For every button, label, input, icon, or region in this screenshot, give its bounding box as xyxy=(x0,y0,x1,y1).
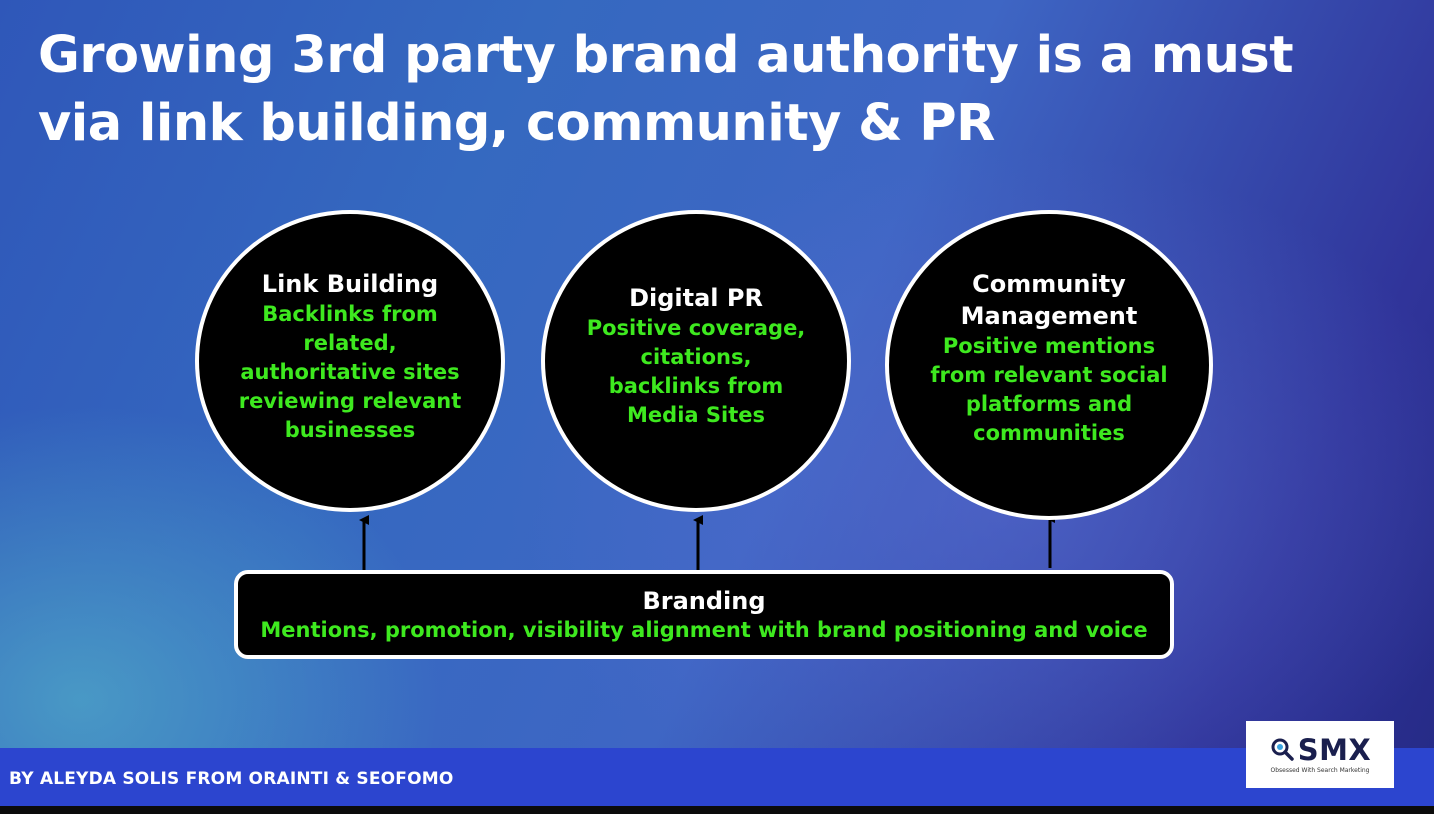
circle-description: Positive mentions from relevant social p… xyxy=(930,334,1168,445)
circle-heading: Community Management xyxy=(960,270,1138,330)
branding-description: Mentions, promotion, visibility alignmen… xyxy=(260,617,1148,642)
branding-box: Branding Mentions, promotion, visibility… xyxy=(234,570,1174,659)
slide-title: Growing 3rd party brand authority is a m… xyxy=(38,26,1294,153)
circle-description: Backlinks from related, authoritative si… xyxy=(238,301,462,442)
circle-heading: Digital PR xyxy=(629,284,763,312)
circle-digital-pr: Digital PR Positive coverage, citations,… xyxy=(541,210,851,512)
footer-credit: BY ALEYDA SOLIS FROM ORAINTI & SEOFOMO xyxy=(9,769,454,789)
magnifier-icon xyxy=(1271,738,1294,761)
bottom-strip xyxy=(0,806,1434,814)
circle-community-management: Community Management Positive mentions f… xyxy=(885,210,1213,520)
footer-bar xyxy=(0,748,1434,806)
circle-description: Positive coverage, citations, backlinks … xyxy=(586,316,806,427)
circle-heading: Link Building xyxy=(261,269,439,298)
circle-link-building: Link Building Backlinks from related, au… xyxy=(195,210,505,512)
logo-row: SMX xyxy=(1269,735,1372,765)
smx-logo: SMX Obsessed With Search Marketing xyxy=(1246,721,1394,788)
circle-content: Digital PR Positive coverage, citations,… xyxy=(583,282,809,430)
logo-wordmark: SMX xyxy=(1297,732,1372,767)
logo-tagline: Obsessed With Search Marketing xyxy=(1270,766,1370,774)
branding-title: Branding xyxy=(642,586,766,615)
